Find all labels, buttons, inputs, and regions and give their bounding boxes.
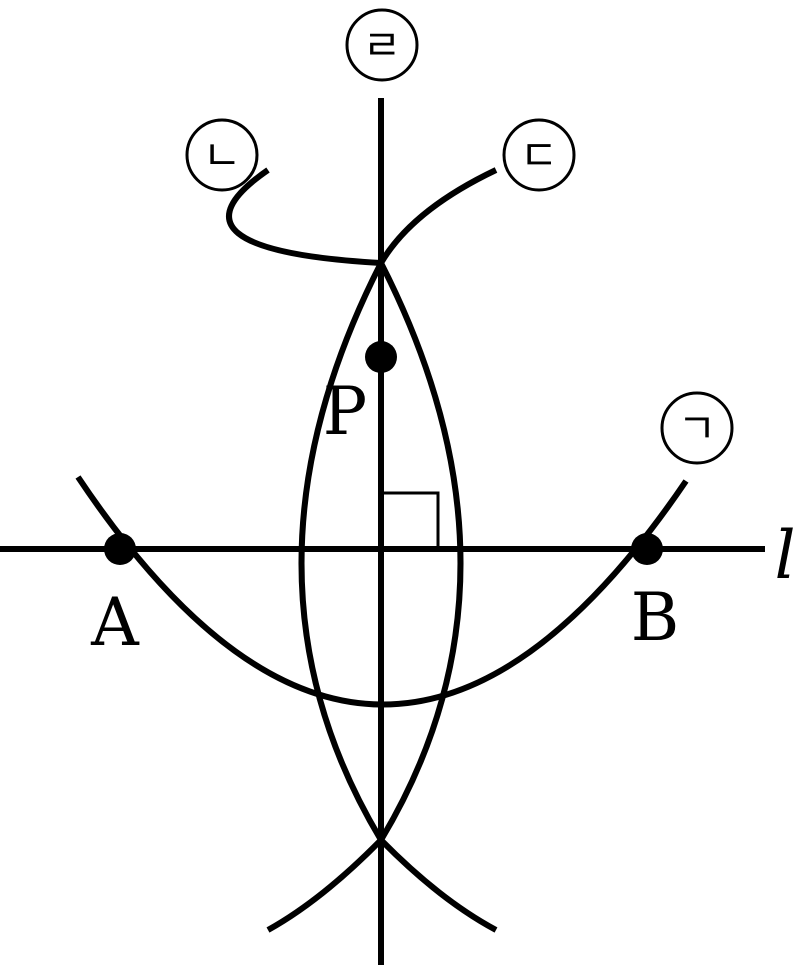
label-line-l: l bbox=[774, 517, 795, 594]
step-marker-rieul: ㄹ bbox=[345, 8, 419, 82]
step-label-nieun: ㄴ bbox=[203, 131, 242, 180]
step-label-digeut: ㄷ bbox=[520, 131, 559, 180]
step-label-giyeok: ㄱ bbox=[678, 404, 717, 453]
point-a bbox=[104, 533, 136, 565]
right-angle-mark bbox=[381, 491, 440, 549]
step-marker-digeut: ㄷ bbox=[502, 118, 576, 192]
label-b: B bbox=[631, 579, 680, 656]
label-a: A bbox=[90, 584, 140, 661]
step-marker-giyeok: ㄱ bbox=[660, 391, 734, 465]
point-b bbox=[631, 533, 663, 565]
label-p: P bbox=[323, 373, 367, 450]
arc-giyeok bbox=[75, 475, 689, 708]
arc-digeut bbox=[298, 167, 498, 933]
step-marker-nieun: ㄴ bbox=[185, 118, 259, 192]
point-p bbox=[365, 341, 397, 373]
step-label-rieul: ㄹ bbox=[363, 21, 402, 70]
arc-nieun bbox=[226, 167, 464, 933]
